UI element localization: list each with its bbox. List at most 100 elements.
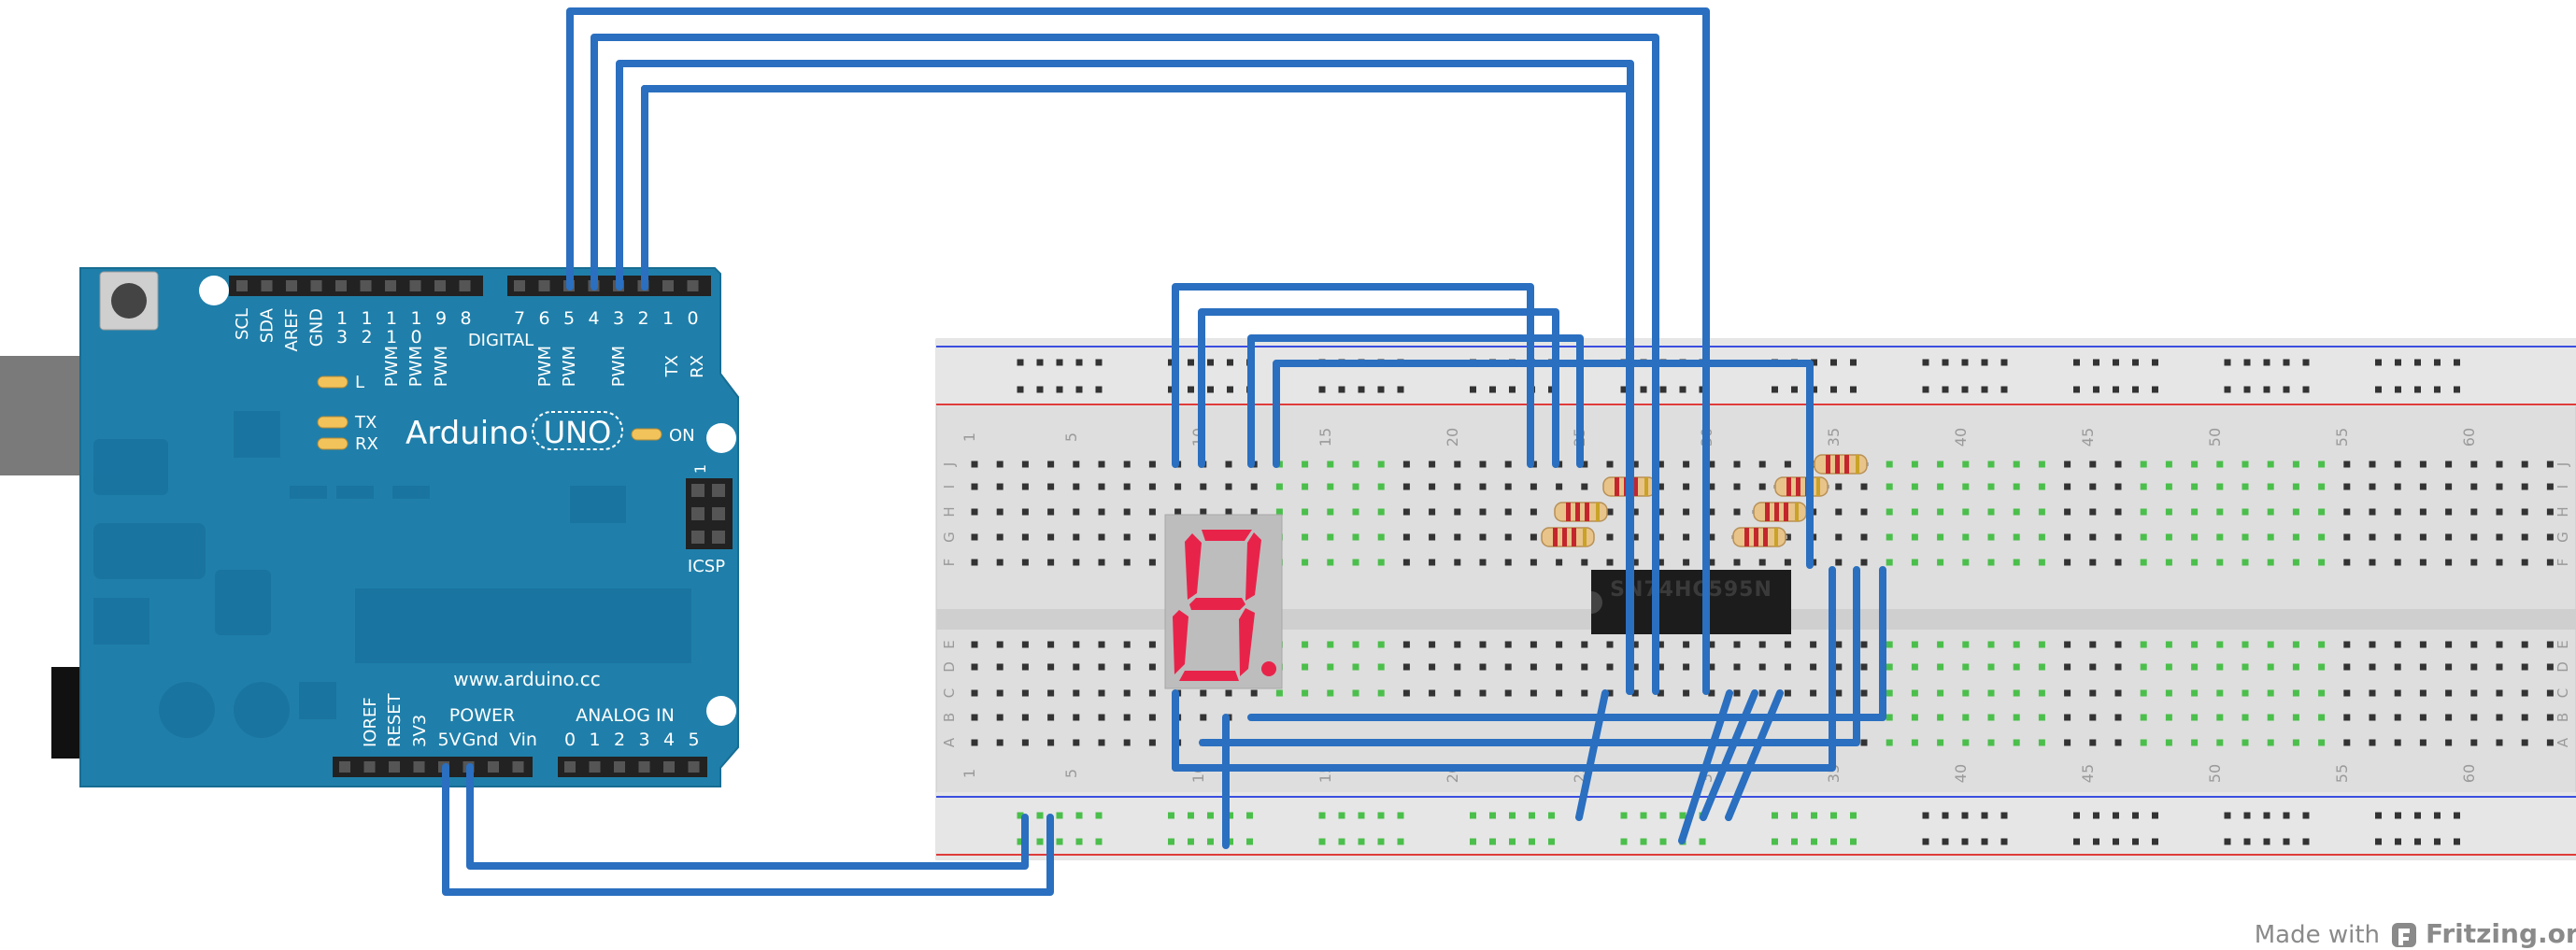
breadboard-hole[interactable] [1683, 508, 1690, 516]
breadboard-hole[interactable] [2114, 714, 2122, 721]
rail-hole[interactable] [1772, 812, 1778, 819]
breadboard-hole[interactable] [2419, 739, 2427, 746]
header-pin[interactable] [488, 761, 499, 773]
breadboard-hole[interactable] [2114, 739, 2122, 746]
breadboard-hole[interactable] [2242, 641, 2249, 648]
breadboard-hole[interactable] [1047, 483, 1055, 490]
breadboard-hole[interactable] [2038, 533, 2045, 541]
rail-hole[interactable] [2073, 386, 2080, 393]
breadboard-hole[interactable] [1479, 559, 1487, 566]
breadboard-hole[interactable] [2292, 461, 2299, 468]
breadboard-hole[interactable] [1098, 714, 1105, 721]
breadboard-hole[interactable] [1733, 663, 1741, 671]
breadboard-hole[interactable] [1174, 508, 1182, 516]
header-pin[interactable] [538, 280, 550, 291]
breadboard-hole[interactable] [2114, 663, 2122, 671]
breadboard-hole[interactable] [2089, 533, 2097, 541]
breadboard-hole[interactable] [2216, 533, 2224, 541]
breadboard-hole[interactable] [996, 461, 1003, 468]
breadboard-hole[interactable] [1021, 663, 1029, 671]
breadboard-hole[interactable] [2292, 559, 2299, 566]
rail-hole[interactable] [1188, 359, 1194, 366]
rail-hole[interactable] [2224, 838, 2231, 845]
breadboard-hole[interactable] [1429, 508, 1436, 516]
breadboard-hole[interactable] [1021, 714, 1029, 721]
breadboard-hole[interactable] [2369, 559, 2376, 566]
breadboard-hole[interactable] [1835, 641, 1843, 648]
breadboard-hole[interactable] [1352, 533, 1359, 541]
rail-hole[interactable] [2283, 359, 2290, 366]
header-pin[interactable] [413, 761, 425, 773]
rail-hole[interactable] [1207, 359, 1214, 366]
wire[interactable] [1725, 689, 1784, 821]
header-pin[interactable] [339, 761, 350, 773]
breadboard-hole[interactable] [2216, 663, 2224, 671]
rail-hole[interactable] [2395, 359, 2401, 366]
breadboard-hole[interactable] [2165, 739, 2172, 746]
breadboard-hole[interactable] [1937, 663, 1944, 671]
breadboard-hole[interactable] [2343, 641, 2351, 648]
breadboard-hole[interactable] [1530, 559, 1537, 566]
breadboard-hole[interactable] [1962, 739, 1970, 746]
breadboard-hole[interactable] [1733, 559, 1741, 566]
breadboard-hole[interactable] [1377, 559, 1385, 566]
breadboard-hole[interactable] [1098, 461, 1105, 468]
breadboard-hole[interactable] [1352, 689, 1359, 697]
breadboard-hole[interactable] [2114, 508, 2122, 516]
breadboard-hole[interactable] [1047, 533, 1055, 541]
breadboard-hole[interactable] [1962, 714, 1970, 721]
rail-hole[interactable] [1961, 359, 1969, 366]
breadboard-hole[interactable] [2343, 663, 2351, 671]
breadboard-hole[interactable] [2140, 689, 2147, 697]
rail-hole[interactable] [1075, 812, 1083, 819]
breadboard-hole[interactable] [1377, 641, 1385, 648]
rail-hole[interactable] [2434, 386, 2441, 393]
breadboard-hole[interactable] [1225, 483, 1232, 490]
breadboard-hole[interactable] [1021, 641, 1029, 648]
breadboard-hole[interactable] [1479, 689, 1487, 697]
breadboard-hole[interactable] [1987, 641, 1995, 648]
rail-hole[interactable] [1981, 359, 1988, 366]
breadboard-hole[interactable] [1733, 483, 1741, 490]
breadboard-hole[interactable] [1402, 533, 1410, 541]
breadboard-hole[interactable] [2013, 559, 2020, 566]
breadboard-hole[interactable] [2521, 663, 2528, 671]
breadboard-hole[interactable] [1708, 508, 1715, 516]
rail-hole[interactable] [2113, 359, 2119, 366]
rail-hole[interactable] [2302, 386, 2310, 393]
breadboard-hole[interactable] [2165, 483, 2172, 490]
breadboard-hole[interactable] [2292, 483, 2299, 490]
breadboard-hole[interactable] [1174, 483, 1182, 490]
reset-button-cap[interactable] [111, 283, 147, 319]
breadboard-hole[interactable] [1352, 641, 1359, 648]
breadboard-hole[interactable] [2140, 641, 2147, 648]
rail-hole[interactable] [1056, 812, 1063, 819]
breadboard-hole[interactable] [1886, 739, 1893, 746]
breadboard-hole[interactable] [1631, 641, 1639, 648]
rail-hole[interactable] [2224, 359, 2231, 366]
breadboard-hole[interactable] [2496, 559, 2503, 566]
rail-hole[interactable] [2152, 386, 2158, 393]
wire[interactable] [1247, 566, 1886, 721]
breadboard-hole[interactable] [1504, 689, 1512, 697]
rail-hole[interactable] [1246, 812, 1253, 819]
breadboard-hole[interactable] [971, 641, 978, 648]
breadboard-hole[interactable] [2369, 461, 2376, 468]
breadboard-hole[interactable] [1377, 461, 1385, 468]
breadboard-hole[interactable] [1784, 461, 1791, 468]
breadboard-hole[interactable] [2089, 714, 2097, 721]
breadboard-hole[interactable] [1454, 559, 1461, 566]
breadboard-hole[interactable] [2496, 483, 2503, 490]
breadboard-hole[interactable] [1556, 689, 1563, 697]
breadboard-hole[interactable] [1962, 663, 1970, 671]
breadboard-hole[interactable] [1225, 461, 1232, 468]
rail-hole[interactable] [1981, 838, 1988, 845]
rail-hole[interactable] [1811, 386, 1817, 393]
rail-hole[interactable] [1036, 359, 1044, 366]
breadboard-hole[interactable] [1886, 559, 1893, 566]
rail-hole[interactable] [1811, 359, 1817, 366]
breadboard-hole[interactable] [996, 689, 1003, 697]
breadboard-hole[interactable] [1302, 483, 1309, 490]
breadboard-hole[interactable] [1402, 559, 1410, 566]
wire[interactable] [1678, 689, 1733, 844]
